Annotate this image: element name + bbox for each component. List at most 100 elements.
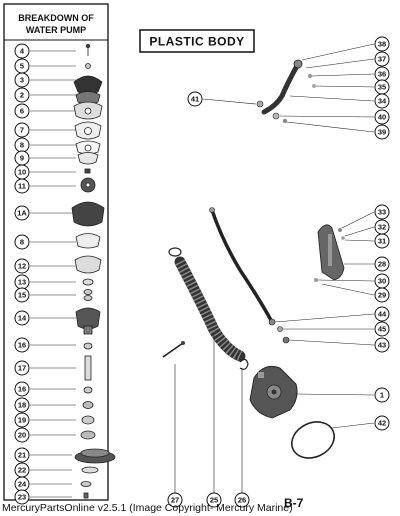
callout-number: 18	[18, 401, 26, 410]
callout-number: 34	[378, 97, 387, 106]
callout-number: 27	[171, 496, 179, 505]
callout-number: 8	[20, 141, 24, 150]
callout-number: 37	[378, 55, 386, 64]
callout-circle	[187, 91, 203, 107]
callout-40: 40	[374, 109, 390, 125]
callout-number: 38	[378, 40, 386, 49]
callout-38: 38	[374, 36, 390, 52]
callout-circle	[374, 109, 390, 125]
callout-circle	[14, 287, 30, 303]
breakdown-callout-21: 21	[14, 447, 30, 463]
callout-number: 23	[18, 493, 26, 502]
callout-circle	[14, 397, 30, 413]
callout-circle	[167, 492, 183, 508]
copyright-footer: MercuryPartsOnline v2.5.1 (Image Copyrig…	[2, 502, 293, 514]
callout-circle	[14, 412, 30, 428]
callout-number: 1	[380, 391, 384, 400]
callout-circle	[374, 321, 390, 337]
breakdown-title-line1: BREAKDOWN OF	[18, 13, 94, 23]
callout-33: 33	[374, 204, 390, 220]
breakdown-callout-18: 18	[14, 397, 30, 413]
pump-body	[249, 365, 375, 419]
breakdown-callout-12: 12	[14, 258, 30, 274]
breakdown-callout-24: 24	[14, 476, 30, 492]
breakdown-callout-16: 16	[14, 381, 30, 397]
callout-42: 42	[374, 415, 390, 431]
breakdown-callout-8: 8	[14, 137, 30, 153]
callout-circle	[374, 36, 390, 52]
breakdown-callout-list: 4532678910111A81213151416171618192021222…	[14, 43, 76, 505]
callout-number: 42	[378, 419, 386, 428]
callout-circle	[14, 72, 30, 88]
callout-number: 19	[18, 416, 26, 425]
callout-circle	[234, 492, 250, 508]
breakdown-callout-20: 20	[14, 427, 30, 443]
callout-number: 4	[20, 47, 25, 56]
callout-number: 45	[378, 325, 386, 334]
breakdown-callout-23: 23	[14, 489, 30, 505]
callout-43: 43	[374, 337, 390, 353]
callout-number: 29	[378, 291, 386, 300]
callout-number: 22	[18, 466, 26, 475]
callout-circle	[374, 306, 390, 322]
breakdown-title-line2: WATER PUMP	[26, 25, 86, 35]
callout-45: 45	[374, 321, 390, 337]
callout-number: 10	[18, 168, 26, 177]
callout-37: 37	[374, 51, 390, 67]
callout-36: 36	[374, 66, 390, 82]
breakdown-callout-3: 3	[14, 72, 30, 88]
callout-number: 25	[210, 496, 218, 505]
callout-number: 39	[378, 128, 386, 137]
page-reference: B-7	[284, 496, 304, 510]
breakdown-callout-22: 22	[14, 462, 30, 478]
callout-circle	[14, 122, 30, 138]
callout-25: 25	[206, 492, 222, 508]
callout-35: 35	[374, 79, 390, 95]
breakdown-callout-7: 7	[14, 122, 30, 138]
callout-circle	[14, 447, 30, 463]
callout-number: 32	[378, 223, 386, 232]
breakdown-callout-15: 15	[14, 287, 30, 303]
hose-assembly	[162, 207, 375, 494]
callout-number: 24	[18, 480, 27, 489]
callout-number: 20	[18, 431, 26, 440]
callout-number: 40	[378, 113, 386, 122]
breakdown-callout-16: 16	[14, 337, 30, 353]
callout-circle	[14, 43, 30, 59]
callout-circle	[14, 205, 30, 221]
callout-29: 29	[374, 287, 390, 303]
callout-number: 1A	[17, 209, 27, 218]
callout-number: 30	[378, 277, 386, 286]
breakdown-callout-5: 5	[14, 58, 30, 74]
callout-circle	[374, 51, 390, 67]
callout-41: 41	[187, 91, 203, 107]
callout-circle	[374, 93, 390, 109]
callout-number: 6	[20, 107, 24, 116]
callout-circle	[14, 103, 30, 119]
callout-circle	[374, 387, 390, 403]
breakdown-callout-13: 13	[14, 274, 30, 290]
callout-number: 44	[378, 310, 387, 319]
callout-circle	[374, 204, 390, 220]
upper-tube-assembly	[202, 43, 375, 133]
callout-26: 26	[234, 492, 250, 508]
breakdown-panel: BREAKDOWN OF WATER PUMP 4532678910111A81…	[3, 3, 116, 505]
callout-circle	[14, 234, 30, 250]
breakdown-callout-6: 6	[14, 103, 30, 119]
callout-number: 16	[18, 385, 26, 394]
callout-circle	[206, 492, 222, 508]
callout-31: 31	[374, 233, 390, 249]
callout-number: 35	[378, 83, 386, 92]
breakdown-callout-14: 14	[14, 310, 30, 326]
callout-circle	[14, 178, 30, 194]
breakdown-callout-10: 10	[14, 164, 30, 180]
callout-number: 17	[18, 364, 26, 373]
callout-circle	[374, 415, 390, 431]
breakdown-callout-17: 17	[14, 360, 30, 376]
callout-32: 32	[374, 219, 390, 235]
callout-number: 16	[18, 341, 26, 350]
breakdown-callout-9: 9	[14, 150, 30, 166]
callout-number: 28	[378, 260, 386, 269]
